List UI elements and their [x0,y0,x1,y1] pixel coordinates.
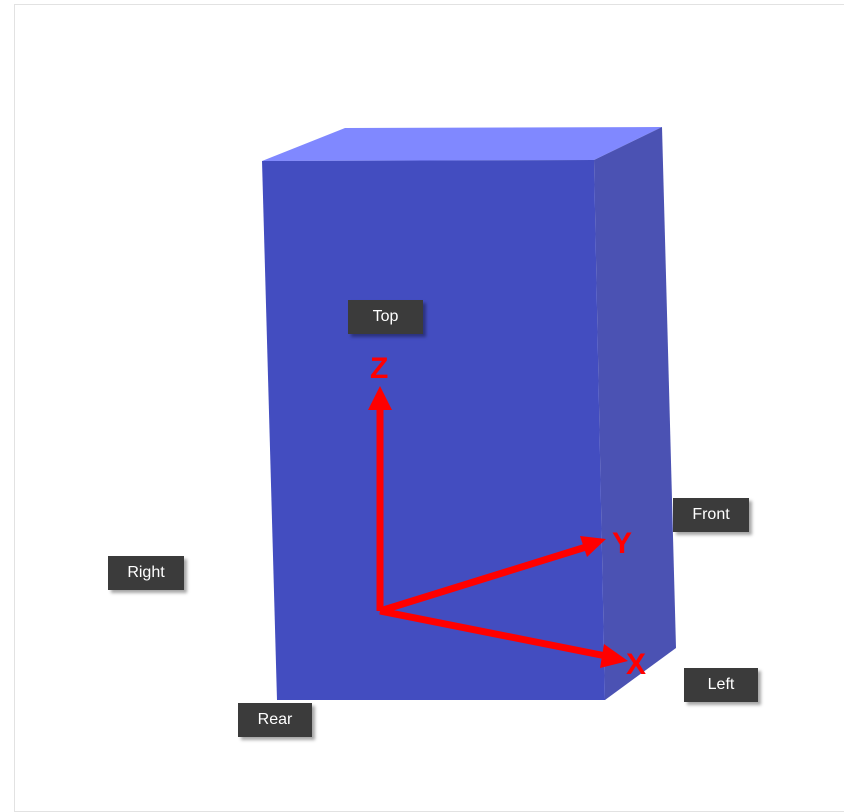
box-top-face[interactable] [262,127,662,161]
y-axis-label: Y [612,527,632,560]
view-top-button[interactable]: Top [348,300,423,334]
view-rear-button[interactable]: Rear [238,703,312,737]
x-axis-label: X [626,648,646,681]
x-axis-arrow [379,607,628,668]
view-front-button[interactable]: Front [673,498,749,532]
z-axis-arrow [368,386,392,611]
view-left-button[interactable]: Left [684,668,758,702]
y-axis-arrow [378,536,606,615]
view-right-button[interactable]: Right [108,556,184,590]
z-axis-label: Z [370,352,388,385]
box-side-face[interactable] [594,127,676,700]
